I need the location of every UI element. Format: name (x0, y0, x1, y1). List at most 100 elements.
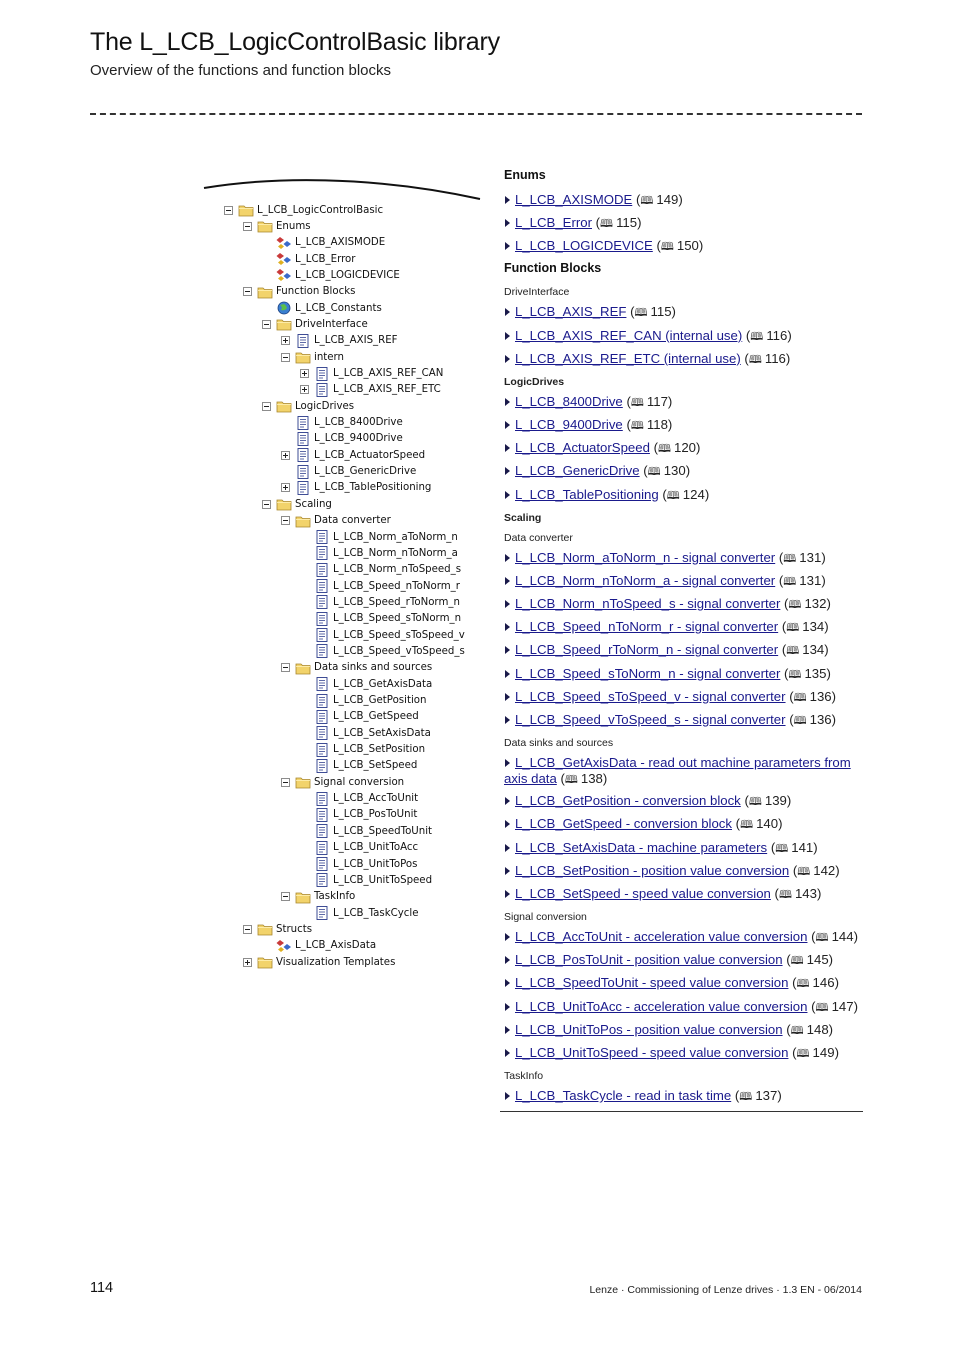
cross-reference-link[interactable]: L_LCB_Error (515, 215, 592, 231)
tree-node[interactable]: L_LCB_AccToUnit (300, 791, 418, 807)
cross-reference-link[interactable]: L_LCB_GenericDrive (515, 463, 640, 479)
expand-icon[interactable] (281, 450, 290, 460)
tree-node[interactable]: L_LCB_SetPosition (300, 742, 425, 758)
collapse-icon[interactable] (243, 924, 252, 934)
cross-reference-link[interactable]: L_LCB_TaskCycle - read in task time (515, 1088, 732, 1103)
tree-node[interactable]: L_LCB_UnitToPos (300, 856, 417, 872)
tree-node[interactable]: L_LCB_8400Drive (281, 415, 403, 431)
cross-reference-link[interactable]: L_LCB_GetPosition - conversion block (515, 793, 741, 809)
cross-reference-link[interactable]: L_LCB_9400Drive (515, 417, 623, 432)
tree-node[interactable]: L_LCB_GenericDrive (281, 464, 416, 480)
tree-node[interactable]: L_LCB_TablePositioning (281, 480, 431, 496)
expand-icon[interactable] (243, 957, 252, 967)
tree-node[interactable]: L_LCB_Speed_nToNorm_r (300, 578, 460, 594)
cross-reference-link[interactable]: L_LCB_Norm_nToNorm_a - signal converter (515, 572, 776, 588)
expand-icon[interactable] (281, 483, 290, 493)
cross-reference-link[interactable]: L_LCB_SpeedToUnit - speed value conversi… (515, 975, 789, 991)
cross-reference-link[interactable]: L_LCB_TablePositioning (515, 486, 659, 502)
cross-reference-link[interactable]: L_LCB_AXISMODE (515, 192, 633, 207)
tree-node[interactable]: L_LCB_9400Drive (281, 431, 403, 447)
collapse-icon[interactable] (262, 499, 271, 509)
cross-reference-link[interactable]: L_LCB_GetAxisData - read out machine par… (504, 755, 851, 786)
tree-node[interactable]: TaskInfo (281, 889, 355, 905)
cross-reference-link[interactable]: L_LCB_LOGICDEVICE (515, 238, 653, 254)
tree-node[interactable]: Enums (243, 218, 311, 234)
cross-reference-link[interactable]: L_LCB_Speed_sToNorm_n - signal converter (515, 665, 781, 681)
cross-reference-link[interactable]: L_LCB_Speed_nToNorm_r - signal converter (515, 619, 779, 635)
tree-node[interactable]: Visualization Templates (243, 954, 395, 970)
tree-node[interactable]: L_LCB_GetPosition (300, 693, 426, 709)
tree-node[interactable]: L_LCB_SetAxisData (300, 725, 431, 741)
tree-node[interactable]: Structs (243, 921, 312, 937)
tree-node[interactable]: Signal conversion (281, 774, 404, 790)
tree-node[interactable]: L_LCB_AXIS_REF_CAN (300, 366, 443, 382)
collapse-icon[interactable] (281, 777, 290, 787)
tree-node[interactable]: Function Blocks (243, 284, 355, 300)
cross-reference-link[interactable]: L_LCB_AXIS_REF_CAN (internal use) (515, 327, 743, 343)
tree-node-label: L_LCB_Speed_sToNorm_n (333, 613, 462, 625)
tree-node[interactable]: L_LCB_Speed_rToNorm_n (300, 594, 460, 610)
tree-node[interactable]: L_LCB_AXIS_REF (281, 333, 398, 349)
tree-node[interactable]: L_LCB_PosToUnit (300, 807, 417, 823)
tree-node[interactable]: L_LCB_GetSpeed (300, 709, 419, 725)
cross-reference-link[interactable]: L_LCB_SetAxisData - machine parameters (515, 839, 768, 855)
collapse-icon[interactable] (224, 205, 233, 215)
tree-node[interactable]: L_LCB_Norm_nToNorm_a (300, 545, 458, 561)
cross-reference-link[interactable]: L_LCB_Speed_vToSpeed_s - signal converte… (515, 712, 786, 727)
tree-node[interactable]: L_LCB_Speed_sToSpeed_v (300, 627, 465, 643)
cross-reference-link[interactable]: L_LCB_Norm_nToSpeed_s - signal converter (515, 596, 781, 611)
collapse-icon[interactable] (262, 319, 271, 329)
tree-node[interactable]: L_LCB_Error (262, 251, 355, 267)
tree-node[interactable]: L_LCB_Speed_vToSpeed_s (300, 643, 465, 659)
cross-reference-link[interactable]: L_LCB_PosToUnit - position value convers… (515, 952, 783, 968)
list-item: L_LCB_SpeedToUnit - speed value conversi… (504, 975, 839, 992)
cross-reference-link[interactable]: L_LCB_GetSpeed - conversion block (515, 816, 732, 832)
cross-reference-link[interactable]: L_LCB_Speed_sToSpeed_v - signal converte… (515, 688, 786, 704)
cross-reference-link[interactable]: L_LCB_UnitToPos - position value convers… (515, 1021, 783, 1037)
tree-node[interactable]: L_LCB_Constants (262, 300, 382, 316)
tree-node[interactable]: L_LCB_LogicControlBasic (224, 202, 383, 218)
cross-reference-link[interactable]: L_LCB_ActuatorSpeed (515, 440, 650, 456)
expand-icon[interactable] (300, 385, 309, 395)
tree-node[interactable]: LogicDrives (262, 398, 354, 414)
tree-node[interactable]: L_LCB_UnitToAcc (300, 840, 418, 856)
cross-reference-link[interactable]: L_LCB_SetPosition - position value conve… (515, 862, 790, 878)
collapse-icon[interactable] (243, 287, 252, 297)
collapse-icon[interactable] (243, 221, 252, 231)
tree-node-label: L_LCB_AXISMODE (295, 237, 386, 249)
tree-node[interactable]: Data converter (281, 513, 391, 529)
tree-node[interactable]: L_LCB_GetAxisData (300, 676, 432, 692)
tree-node[interactable]: L_LCB_TaskCycle (300, 905, 418, 921)
tree-node[interactable]: L_LCB_SpeedToUnit (300, 823, 432, 839)
cross-reference-link[interactable]: L_LCB_Norm_aToNorm_n - signal converter (515, 549, 776, 565)
tree-node[interactable]: L_LCB_Speed_sToNorm_n (300, 611, 461, 627)
cross-reference-link[interactable]: L_LCB_AccToUnit - acceleration value con… (515, 929, 808, 944)
tree-node[interactable]: L_LCB_Norm_aToNorm_n (300, 529, 458, 545)
tree-node[interactable]: L_LCB_ActuatorSpeed (281, 447, 425, 463)
expand-icon[interactable] (300, 369, 309, 378)
cross-reference-link[interactable]: L_LCB_Speed_rToNorm_n - signal converter (515, 642, 779, 658)
cross-reference-link[interactable]: L_LCB_8400Drive (515, 393, 623, 409)
tree-node[interactable]: Data sinks and sources (281, 660, 432, 676)
cross-reference-link[interactable]: L_LCB_UnitToSpeed - speed value conversi… (515, 1045, 789, 1060)
tree-node[interactable]: L_LCB_Norm_nToSpeed_s (300, 562, 461, 578)
tree-node[interactable]: L_LCB_UnitToSpeed (300, 872, 432, 888)
tree-node[interactable]: L_LCB_AXIS_REF_ETC (300, 382, 441, 398)
tree-node[interactable]: L_LCB_LOGICDEVICE (262, 267, 400, 283)
tree-node[interactable]: L_LCB_AxisData (262, 938, 376, 954)
tree-node[interactable]: Scaling (262, 496, 332, 512)
cross-reference-link[interactable]: L_LCB_SetSpeed - speed value conversion (515, 886, 771, 901)
cross-reference-link[interactable]: L_LCB_AXIS_REF_ETC (internal use) (515, 350, 741, 366)
tree-node[interactable]: DriveInterface (262, 316, 368, 332)
cross-reference-link[interactable]: L_LCB_UnitToAcc - acceleration value con… (515, 998, 808, 1014)
tree-node[interactable]: intern (281, 349, 344, 365)
collapse-icon[interactable] (281, 352, 290, 362)
collapse-icon[interactable] (281, 516, 290, 526)
collapse-icon[interactable] (281, 663, 290, 673)
tree-node[interactable]: L_LCB_SetSpeed (300, 758, 417, 774)
collapse-icon[interactable] (281, 892, 290, 902)
tree-node[interactable]: L_LCB_AXISMODE (262, 235, 385, 251)
expand-icon[interactable] (281, 336, 290, 346)
collapse-icon[interactable] (262, 401, 271, 411)
cross-reference-link[interactable]: L_LCB_AXIS_REF (515, 304, 627, 320)
